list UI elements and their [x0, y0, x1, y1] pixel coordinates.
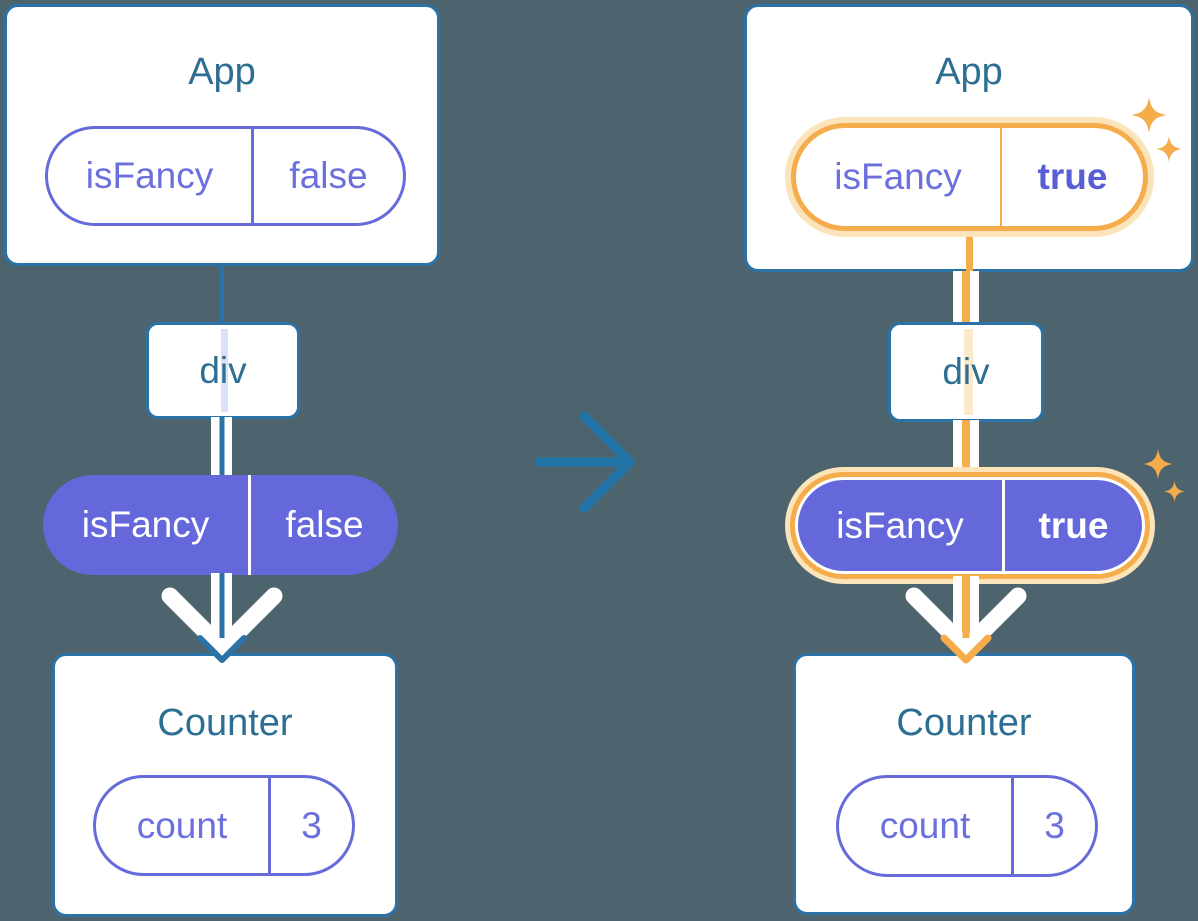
prop-name: isFancy — [836, 504, 964, 546]
pill-divider — [251, 129, 254, 223]
pipe-core-line — [219, 417, 224, 477]
sparkle-icon — [1164, 481, 1185, 502]
left-passed-prop-pill: isFancy false — [43, 475, 398, 575]
state-value: 3 — [1044, 805, 1065, 846]
right-app-card: App isFancy true — [744, 4, 1194, 272]
left-app-card: App isFancy false — [4, 4, 440, 266]
pill-divider — [1011, 778, 1014, 874]
sparkle-icon — [1143, 449, 1173, 479]
right-pill-to-card-bottom-line — [966, 227, 973, 272]
left-div-title: div — [199, 349, 247, 391]
prop-name: isFancy — [81, 504, 210, 545]
left-app-title: App — [188, 51, 256, 93]
right-app-title: App — [935, 51, 1003, 93]
sparkle-icon — [1156, 136, 1182, 162]
right-counter-card: Counter count 3 — [793, 653, 1135, 915]
prop-name: isFancy — [834, 156, 962, 197]
prop-value: false — [285, 504, 364, 545]
prop-value: false — [289, 155, 368, 196]
state-value: 3 — [301, 804, 322, 846]
state-name: count — [136, 804, 228, 846]
left-app-to-div-line — [220, 264, 224, 324]
right-counter-title: Counter — [896, 702, 1032, 744]
left-counter-card: Counter count 3 — [52, 653, 398, 917]
arrow-down-icon — [905, 574, 1027, 664]
right-card-to-div-pipe — [953, 271, 979, 324]
prop-value: true — [1037, 156, 1108, 197]
right-div-faded-prop-line — [964, 329, 973, 415]
left-div-faded-prop-line — [221, 329, 228, 412]
arrow-right-icon — [535, 411, 635, 513]
pill-divider — [1002, 480, 1005, 571]
state-name: count — [879, 805, 971, 846]
prop-name: isFancy — [85, 155, 214, 196]
pipe-core-line — [962, 420, 970, 475]
pipe-core-line — [962, 271, 970, 324]
right-passed-prop-pill: isFancy true — [795, 477, 1145, 574]
right-counter-state-pill: count 3 — [836, 775, 1098, 877]
arrow-down-icon — [161, 574, 283, 663]
pill-divider — [268, 778, 271, 873]
right-div-title: div — [942, 351, 990, 392]
left-app-prop-pill: isFancy false — [45, 126, 406, 226]
pill-divider — [1000, 128, 1002, 226]
left-counter-state-pill: count 3 — [93, 775, 355, 876]
sparkle-icon — [1131, 97, 1167, 133]
left-div-to-pill-pipe — [211, 417, 232, 477]
left-counter-title: Counter — [157, 702, 293, 744]
right-div-box: div — [888, 322, 1044, 422]
right-app-prop-pill: isFancy true — [791, 123, 1148, 231]
prop-value: true — [1038, 504, 1109, 546]
pill-divider — [248, 475, 251, 575]
right-div-to-pill-pipe — [953, 420, 979, 475]
left-div-box: div — [146, 322, 300, 419]
